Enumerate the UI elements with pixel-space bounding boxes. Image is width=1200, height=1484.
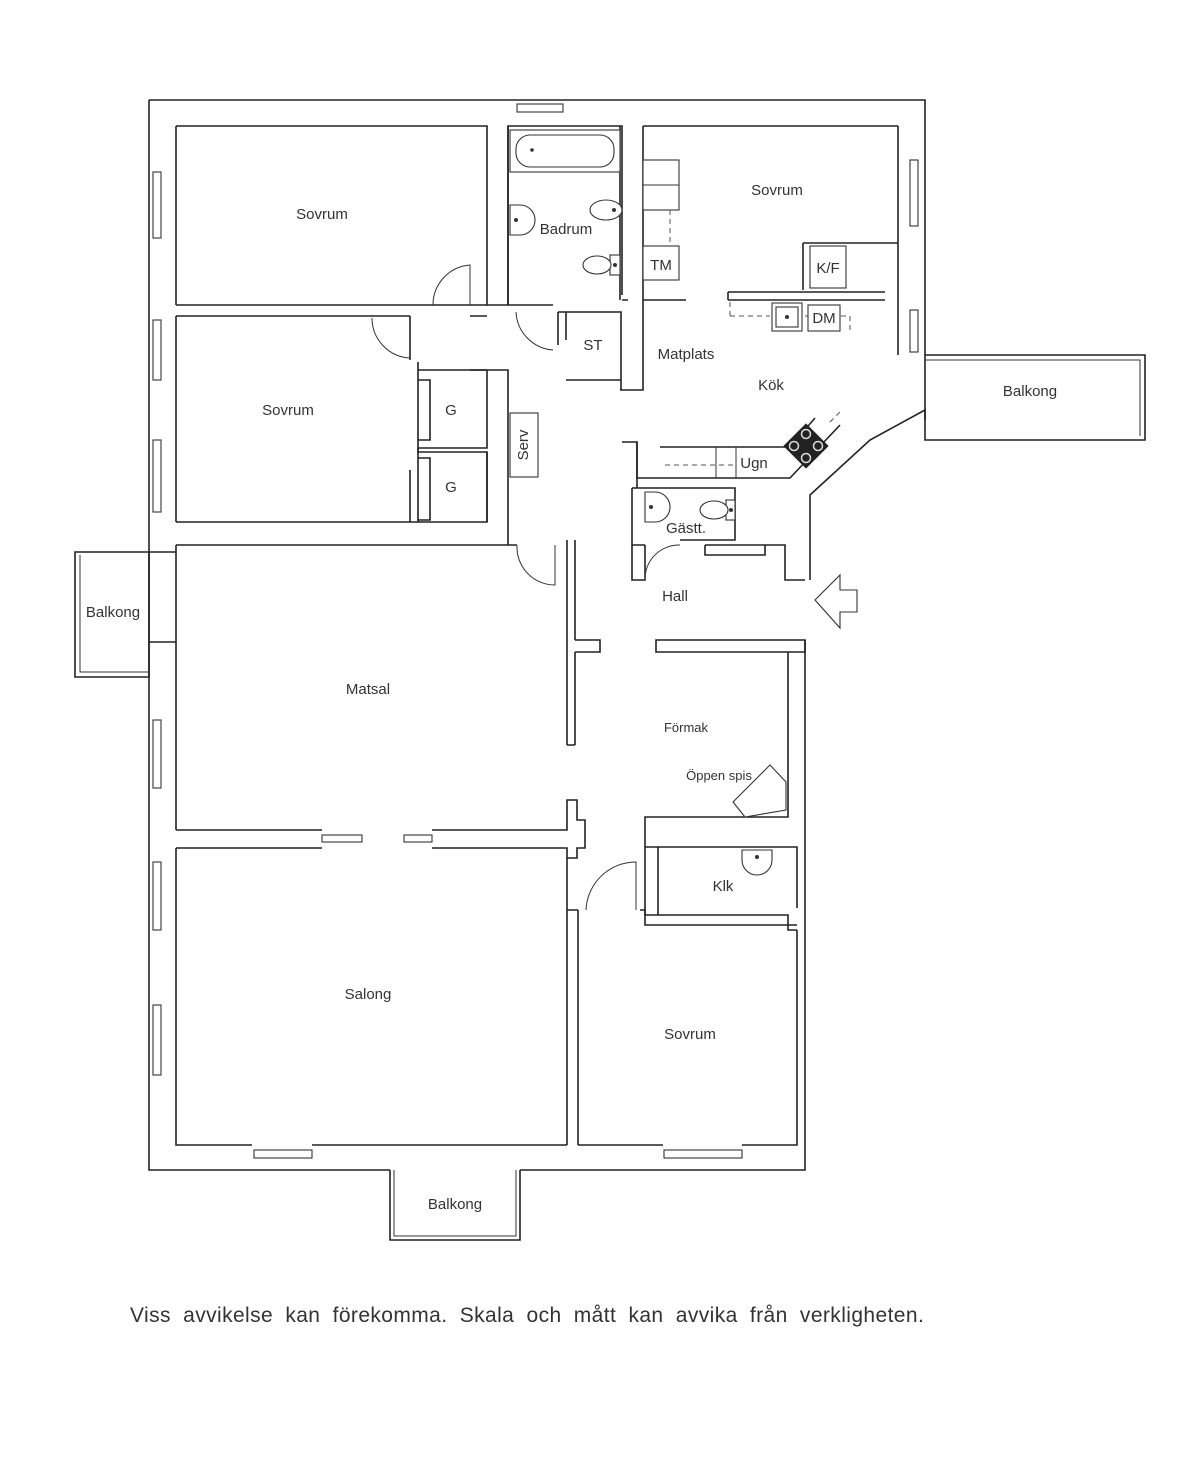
- label-badrum: Badrum: [540, 221, 593, 238]
- room-labels: Sovrum Sovrum Badrum TM K/F DM ST Matpla…: [86, 182, 1057, 1213]
- windows: [152, 103, 919, 1159]
- washbasin-icon: [644, 491, 671, 523]
- label-matplats: Matplats: [658, 346, 715, 363]
- label-balkong-bottom: Balkong: [428, 1196, 482, 1213]
- label-sovrum-top-right: Sovrum: [751, 182, 803, 199]
- label-g-top: G: [445, 402, 457, 419]
- fireplace: [732, 764, 787, 818]
- label-formak: Förmak: [664, 720, 709, 735]
- label-kok: Kök: [758, 377, 784, 394]
- doors: [321, 264, 681, 911]
- label-sovrum-mid-left: Sovrum: [262, 402, 314, 419]
- bathtub-icon: [509, 129, 621, 173]
- label-sovrum-bottom-right: Sovrum: [664, 1026, 716, 1043]
- label-matsal: Matsal: [346, 681, 390, 698]
- label-g-bottom: G: [445, 479, 457, 496]
- label-salong: Salong: [345, 986, 392, 1003]
- label-serv: Serv: [515, 429, 532, 460]
- label-st: ST: [583, 337, 602, 354]
- sink-icon: [771, 302, 803, 332]
- stove-icon: [783, 423, 829, 469]
- toilet-icon: [699, 499, 736, 521]
- label-dm: DM: [812, 310, 835, 327]
- entrance-arrow-icon: [814, 573, 858, 630]
- outer-walls: [148, 99, 926, 1171]
- label-sovrum-top-left: Sovrum: [296, 206, 348, 223]
- label-hall: Hall: [662, 588, 688, 605]
- label-tm: TM: [650, 257, 672, 274]
- washbasin-icon: [509, 204, 536, 236]
- disclaimer-text: Viss avvikelse kan förekomma. Skala och …: [130, 1304, 925, 1327]
- label-balkong-right: Balkong: [1003, 383, 1057, 400]
- label-balkong-left: Balkong: [86, 604, 140, 621]
- toilet-icon: [582, 254, 621, 276]
- washbasin-icon: [741, 849, 773, 876]
- interior-walls: [176, 125, 898, 1145]
- toilet-icon: [589, 199, 623, 221]
- label-gastt: Gästt.: [666, 520, 706, 537]
- balconies: [74, 354, 1146, 1241]
- fixtures: [509, 129, 885, 876]
- label-kf: K/F: [816, 260, 839, 277]
- label-ugn: Ugn: [740, 455, 768, 472]
- label-oppen-spis: Öppen spis: [686, 768, 752, 783]
- label-klk: Klk: [713, 878, 734, 895]
